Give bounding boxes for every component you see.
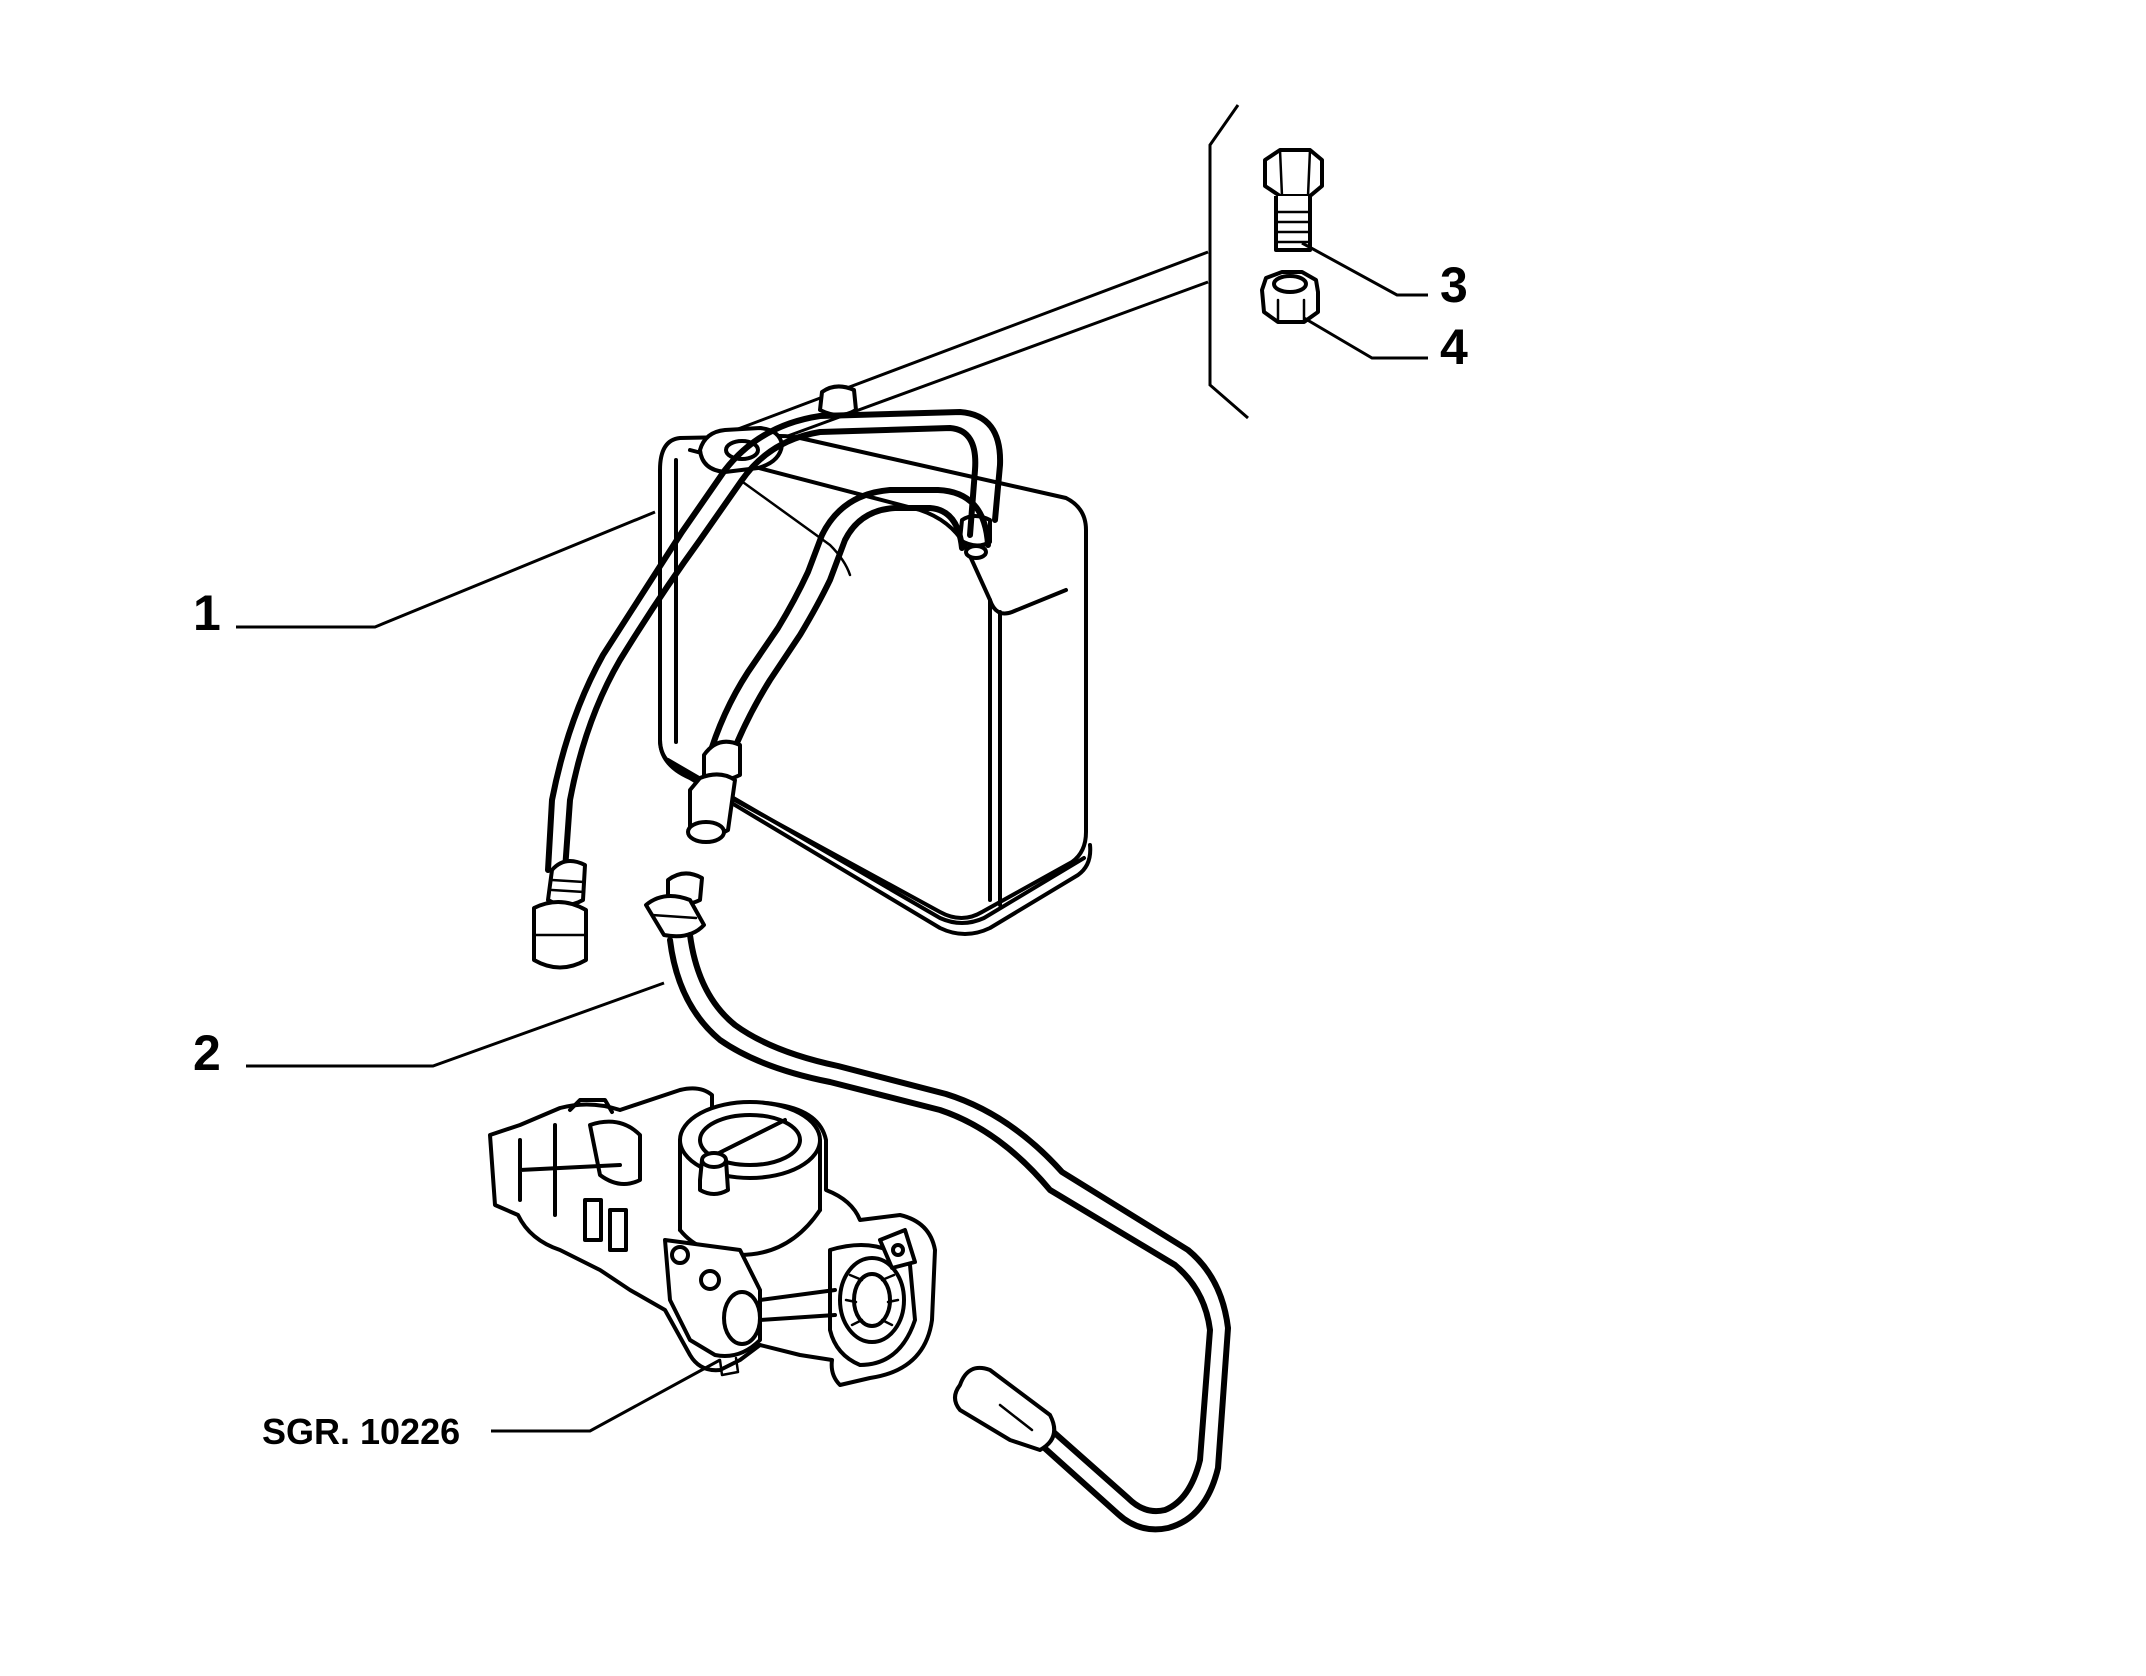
nut-icon xyxy=(1260,270,1320,324)
canister-hoses xyxy=(532,409,1004,970)
leader-3 xyxy=(1301,241,1428,297)
callout-3: 3 xyxy=(1440,257,1468,313)
canister-icon xyxy=(658,384,1093,936)
pipe-icon xyxy=(644,871,1231,1533)
detail-bracket xyxy=(729,104,1249,450)
callout-2: 2 xyxy=(193,1025,221,1081)
bolt-icon xyxy=(1263,148,1324,252)
callout-leaders xyxy=(236,241,1428,1433)
callout-labels: 1 2 3 4 SGR. 10226 xyxy=(193,257,1468,1452)
leader-ref xyxy=(491,1358,721,1433)
callout-4: 4 xyxy=(1440,319,1468,375)
throttle-body-icon xyxy=(488,1086,937,1387)
leader-2 xyxy=(246,981,665,1068)
leader-4 xyxy=(1303,316,1428,360)
leader-1 xyxy=(236,510,656,629)
callout-1: 1 xyxy=(193,585,221,641)
reference-label: SGR. 10226 xyxy=(262,1411,460,1452)
